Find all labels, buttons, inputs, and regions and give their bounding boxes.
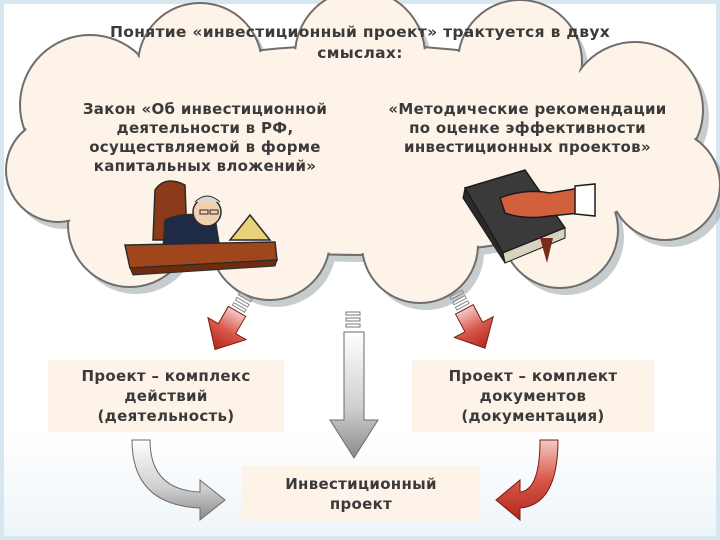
page-title: Понятие «инвестиционный проект» трактует… [109, 23, 611, 62]
hand-on-book-icon [462, 169, 596, 264]
curved-arrow-left [131, 439, 226, 522]
meaning-documents-text: Проект – комплект документов (документац… [448, 367, 618, 425]
investment-project-text: Инвестиционный проект [285, 475, 437, 513]
investment-project-box: Инвестиционный проект [242, 466, 480, 522]
arrow-center-down [329, 311, 379, 459]
judge-at-desk-icon [124, 180, 278, 276]
curved-arrow-right [495, 439, 559, 522]
source-law: Закон «Об инвестиционной деятельности в … [82, 100, 328, 175]
meaning-documents-box: Проект – комплект документов (документац… [412, 360, 654, 432]
source-guidelines: «Методические рекомендации по оценке эфф… [388, 100, 667, 156]
meaning-activity-box: Проект – комплекс действий (деятельность… [48, 360, 284, 432]
meaning-activity-text: Проект – комплекс действий (деятельность… [81, 367, 251, 425]
arrow-right-down [449, 289, 494, 349]
arrow-left-down [207, 291, 253, 351]
